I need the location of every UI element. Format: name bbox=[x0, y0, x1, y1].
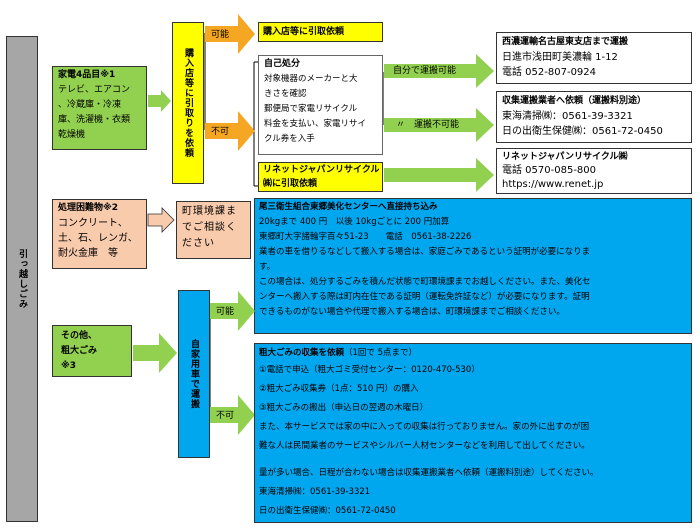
own-vehicle-label: 自家用車で運搬 bbox=[189, 339, 199, 409]
consult-line: ださい bbox=[182, 238, 215, 249]
vehicle-yes-label: 可能 bbox=[216, 307, 235, 317]
bulky-title: 粗大ごみの収集を依頼 bbox=[259, 348, 345, 358]
retailer-pickup-label: 購入店等に引取りを依頼 bbox=[183, 48, 193, 158]
arrow-self-transport-no bbox=[384, 108, 494, 142]
other-bulky-line: ※3 bbox=[61, 361, 77, 371]
self-disposal-line: 郵便局で家電リサイクル bbox=[264, 104, 358, 114]
self-transport-no-label: 〃 運搬不可能 bbox=[396, 120, 460, 130]
bulky-line: 難な人は民間業者のサービスやシルバー人材センターなどを利用して出してください。 bbox=[259, 441, 590, 451]
arrow-retailer-no bbox=[205, 111, 255, 151]
renet-request-box: リネットジャパンリサイクル ㈱に引取依頼 bbox=[258, 162, 383, 192]
renet-info-phone: 電話 0570-085-800 bbox=[502, 165, 597, 176]
seino-box: 西濃運輸名古屋東支店まで運搬 日進市浅田町美濃輪 1-12 電話 052-807… bbox=[496, 32, 692, 84]
difficult-items-line: 耐火金庫 等 bbox=[58, 248, 118, 259]
bulky-line: また、本サービスでは家の中に入っての収集は行っておりません。家の外に出すのが困 bbox=[259, 422, 590, 432]
difficult-items-line: 土、石、レンガ、 bbox=[58, 233, 138, 244]
renet-info-url: https://www.renet.jp bbox=[502, 179, 604, 190]
vehicle-no-label: 不可 bbox=[216, 411, 235, 421]
bulky-line: ②粗大ごみ収集券（1点：510 円）の購入 bbox=[259, 384, 419, 394]
seino-title: 西濃運輸名古屋東支店まで運搬 bbox=[502, 37, 629, 47]
collector-box: 収集運搬業者へ依頼（運搬料別途） 東海清掃㈱：0561-39-3321 日の出衛… bbox=[496, 91, 692, 143]
seino-phone: 電話 052-807-0924 bbox=[502, 67, 597, 78]
consult-line: 町環境課ま bbox=[182, 206, 237, 217]
difficult-items-title: 処理困難物※2 bbox=[58, 203, 119, 213]
self-disposal-line: 料金を支払い、家電リサイ bbox=[264, 119, 367, 129]
center-title: 尾三衛生組合東郷美化センターへ直接持ち込み bbox=[259, 202, 438, 212]
bulky-line: ③粗大ごみの搬出（申込日の翌週の木曜日） bbox=[259, 403, 429, 413]
appliances-line: 庫、洗濯機・衣類 bbox=[58, 115, 131, 125]
arrow-difficult-to-consult bbox=[147, 207, 175, 233]
appliances-line: テレビ、エアコン bbox=[58, 85, 131, 95]
retailer-no-label: 不可 bbox=[211, 127, 230, 137]
appliances-line: 乾燥機 bbox=[58, 130, 86, 140]
bulky-collection-box: 粗大ごみの収集を依頼（1回で 5点まで） ①電話で申込（粗大ゴミ受付センター：0… bbox=[254, 343, 692, 523]
collector-line: 東海清掃㈱：0561-39-3321 bbox=[502, 111, 633, 122]
self-transport-yes-label: 自分で運搬可能 bbox=[393, 66, 457, 76]
center-direct-carry-box: 尾三衛生組合東郷美化センターへ直接持ち込み 20kgまで 400 円 以後 10… bbox=[254, 198, 692, 334]
retailer-request-text: 購入店等に引取依頼 bbox=[263, 27, 345, 37]
bulky-line: 量が多い場合、日程が合わない場合は収集運搬業者へ依頼（運搬料別途）してください。 bbox=[259, 468, 599, 478]
retailer-request-box: 購入店等に引取依頼 bbox=[258, 22, 383, 42]
bulky-title-row: 粗大ごみの収集を依頼（1回で 5点まで） bbox=[259, 346, 687, 361]
arrow-retailer-yes bbox=[205, 14, 255, 54]
appliances-title: 家電4品目※1 bbox=[58, 70, 116, 80]
seino-address: 日進市浅田町美濃輪 1-12 bbox=[502, 52, 618, 63]
consult-box: 町環境課ま でご相談く ださい bbox=[176, 201, 251, 259]
center-line: す。 bbox=[259, 262, 276, 272]
self-disposal-line: 対象機器のメーカーと大 bbox=[264, 74, 358, 84]
moving-waste-label-box: 引っ越しごみ bbox=[6, 36, 38, 522]
arrow-renet bbox=[384, 158, 494, 192]
self-disposal-box: 自己処分 対象機器のメーカーと大 きさを確認 郵便局で家電リサイクル 料金を支払… bbox=[258, 55, 383, 155]
self-disposal-line: きさを確認 bbox=[264, 89, 307, 99]
arrow-vehicle-yes bbox=[210, 291, 255, 331]
bulky-line: 東海清掃㈱：0561-39-3321 bbox=[259, 487, 371, 497]
center-line: 業者の車を借りるなどして搬入する場合は、家庭ごみであるという証明が必要になりま bbox=[259, 247, 591, 257]
self-disposal-title: 自己処分 bbox=[264, 59, 301, 69]
center-line: ンターへ搬入する際は町内在住である証明（運転免許証など）が必要になります。証明 bbox=[259, 292, 590, 302]
renet-info-box: リネットジャパンリサイクル㈱ 電話 0570-085-800 https://w… bbox=[496, 148, 692, 194]
difficult-items-line: コンクリート、 bbox=[58, 218, 128, 229]
bulky-line: ①電話で申込（粗大ゴミ受付センター：0120-470-530） bbox=[259, 365, 480, 375]
appliances-line: 、冷蔵庫・冷凍 bbox=[58, 100, 122, 110]
bulky-line: 日の出衛生保健㈱：0561-72-0450 bbox=[259, 506, 396, 516]
self-disposal-line: クル券を入手 bbox=[264, 134, 315, 144]
center-line: 東郷町大字諸輪字百々51-23 電話 0561-38-2226 bbox=[259, 232, 472, 242]
other-bulky-line: その他、 bbox=[61, 331, 98, 341]
appliances-box: 家電4品目※1 テレビ、エアコン 、冷蔵庫・冷凍 庫、洗濯機・衣類 乾燥機 bbox=[52, 66, 147, 150]
collector-line: 日の出衛生保健㈱：0561-72-0450 bbox=[502, 126, 663, 137]
center-line: できるものがない場合や代理で搬入する場合は、町環境課までご相談ください。 bbox=[259, 307, 565, 317]
arrow-other-to-vehicle bbox=[133, 333, 177, 373]
retailer-pickup-box: 購入店等に引取りを依頼 bbox=[172, 22, 204, 184]
arrow-self-transport-yes bbox=[384, 54, 494, 88]
arrow-vehicle-no bbox=[210, 395, 255, 435]
renet-request-line: ㈱に引取依頼 bbox=[263, 179, 318, 189]
consult-line: でご相談く bbox=[182, 222, 237, 233]
other-bulky-line: 粗大ごみ bbox=[61, 346, 98, 356]
own-vehicle-box: 自家用車で運搬 bbox=[178, 290, 210, 458]
moving-waste-label: 引っ越しごみ bbox=[17, 249, 27, 309]
bulky-line-blank bbox=[259, 456, 687, 464]
retailer-yes-label-overlay: 可能 bbox=[211, 30, 230, 40]
renet-info-title: リネットジャパンリサイクル㈱ bbox=[502, 152, 628, 162]
center-line: 20kgまで 400 円 以後 10kgごとに 200 円加算 bbox=[259, 217, 450, 227]
other-bulky-box: その他、 粗大ごみ ※3 bbox=[52, 325, 132, 377]
renet-request-line: リネットジャパンリサイクル bbox=[263, 165, 380, 175]
difficult-items-box: 処理困難物※2 コンクリート、 土、石、レンガ、 耐火金庫 等 bbox=[52, 199, 147, 269]
arrow-appliances-to-retailer bbox=[148, 90, 171, 112]
center-line: この場合は、処分するごみを積んだ状態で町環境課までお越しください。また、美化セ bbox=[259, 277, 591, 287]
bulky-title-suffix: （1回で 5点まで） bbox=[344, 348, 418, 358]
collector-title: 収集運搬業者へ依頼（運搬料別途） bbox=[502, 96, 647, 106]
